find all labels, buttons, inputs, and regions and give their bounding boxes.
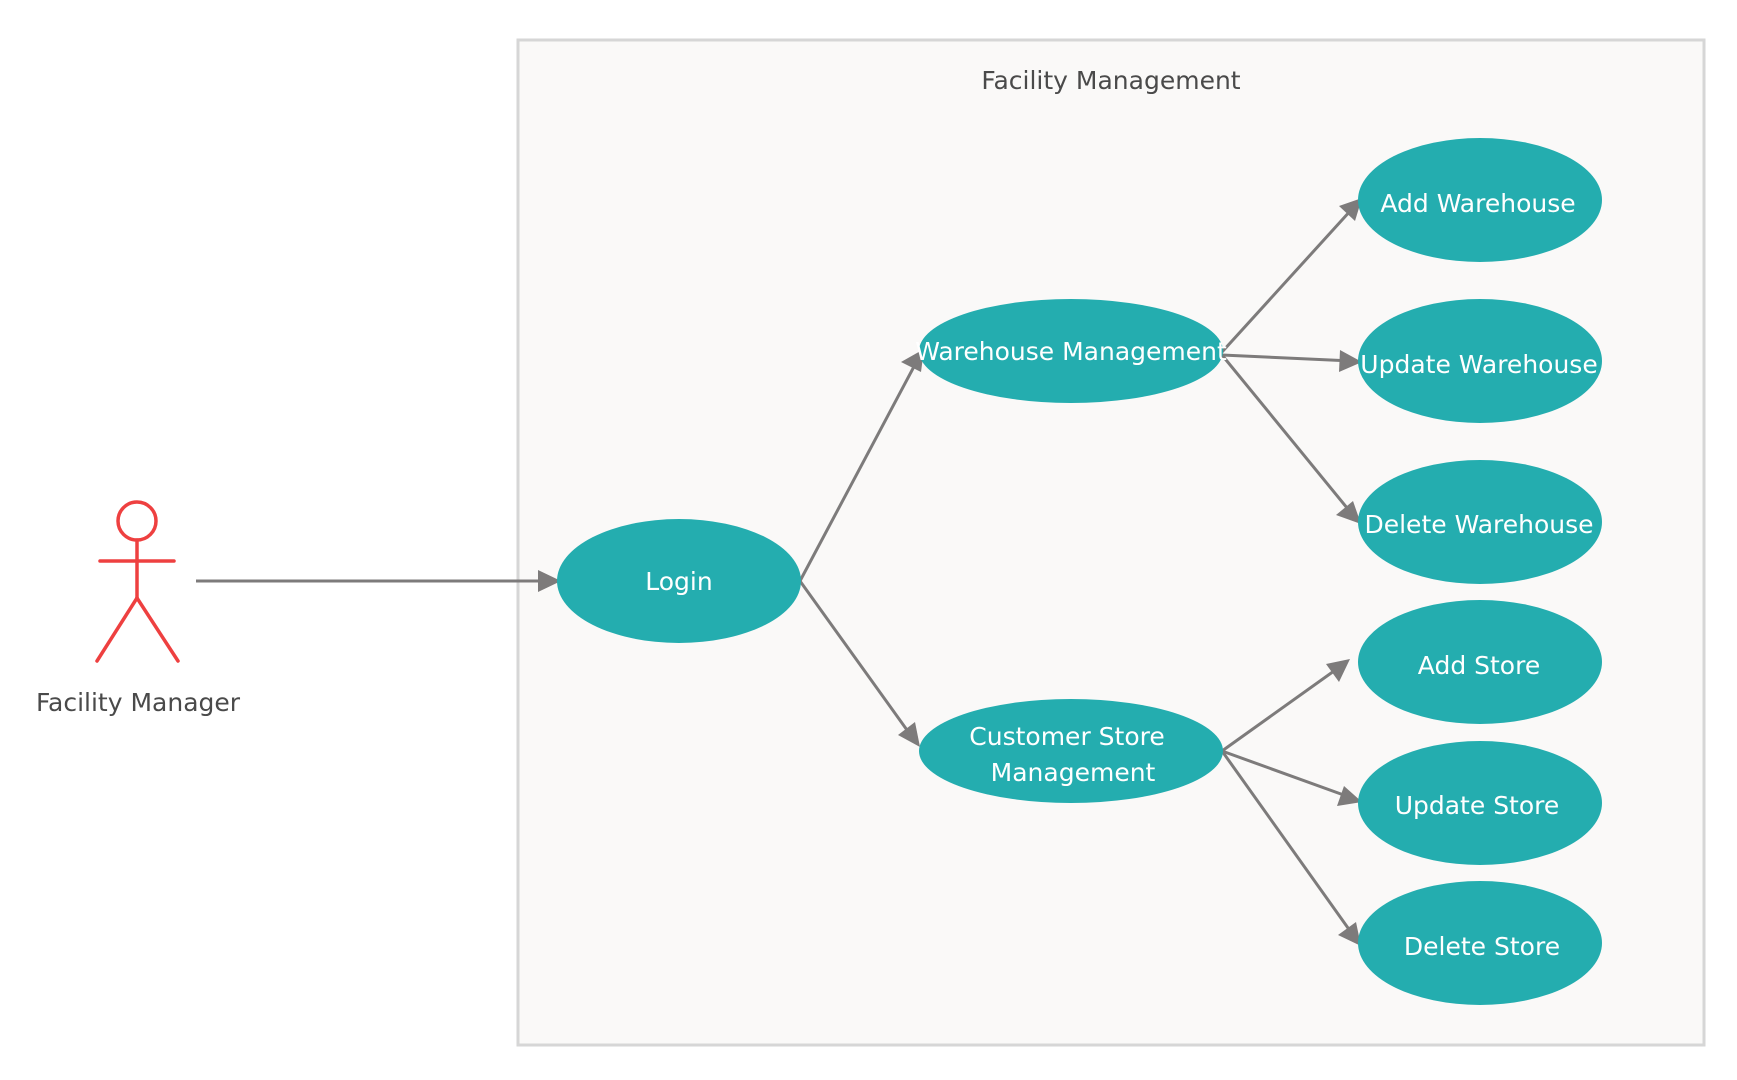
use-case-customer-store-management-shape[interactable] [919, 699, 1223, 803]
actor-facility-manager: Facility Manager [36, 500, 241, 717]
arrowhead-login [538, 570, 561, 592]
actor-left-leg [95, 596, 139, 663]
use-case-add-warehouse-label: Add Warehouse [1380, 189, 1575, 218]
use-case-login-label: Login [645, 567, 712, 596]
use-case-update-warehouse[interactable]: Update Warehouse [1358, 299, 1602, 423]
edge-csm-add-store [1221, 664, 1342, 753]
arrowhead-warehouse-mgmt [901, 349, 924, 372]
use-case-update-warehouse-label: Update Warehouse [1360, 350, 1597, 379]
arrowhead-update-store [1337, 786, 1362, 806]
use-case-update-warehouse-shape[interactable] [1358, 299, 1602, 423]
edge-login-warehouse [798, 358, 920, 582]
arrowhead-customer-store [898, 722, 920, 747]
use-case-customer-store-management-label: Customer Store Management [969, 722, 1172, 787]
system-title: Facility Management [981, 66, 1240, 95]
edge-wm-update-warehouse [1221, 353, 1353, 363]
use-case-add-store-label: Add Store [1418, 651, 1540, 680]
use-case-add-warehouse[interactable]: Add Warehouse [1358, 138, 1602, 262]
actor-head [116, 500, 158, 542]
use-case-login-shape[interactable] [557, 519, 801, 643]
use-case-add-store-shape[interactable] [1358, 600, 1602, 724]
associations [196, 198, 1362, 946]
arrowhead-delete-warehouse [1336, 501, 1361, 524]
use-case-login[interactable]: Login [557, 519, 801, 643]
use-case-customer-store-management[interactable]: Customer Store Management [919, 699, 1223, 803]
arrowhead-update-warehouse [1339, 350, 1362, 372]
use-case-delete-store-label: Delete Store [1404, 932, 1560, 961]
use-case-customer-store-management-line1: Customer Store [969, 722, 1164, 751]
arrowhead-add-warehouse [1339, 198, 1362, 221]
edge-csm-update-store [1221, 749, 1353, 800]
arrowhead-add-store [1326, 659, 1350, 682]
use-case-add-warehouse-shape[interactable] [1358, 138, 1602, 262]
edge-wm-delete-warehouse [1220, 354, 1354, 515]
use-case-update-store-shape[interactable] [1358, 741, 1602, 865]
edge-csm-delete-store [1220, 750, 1355, 936]
arrowhead-delete-store [1338, 922, 1361, 946]
use-case-warehouse-management-shape[interactable] [919, 299, 1223, 403]
use-case-update-store-label: Update Store [1395, 791, 1560, 820]
actor-label: Facility Manager [36, 688, 241, 717]
use-case-delete-warehouse-label: Delete Warehouse [1364, 510, 1593, 539]
use-case-warehouse-management-label: Warehouse Management [915, 337, 1227, 366]
actor-right-leg [135, 596, 180, 663]
use-case-add-store[interactable]: Add Store [1358, 600, 1602, 724]
edge-login-customer-store [798, 580, 914, 738]
use-case-delete-warehouse-shape[interactable] [1358, 460, 1602, 584]
use-case-customer-store-management-line2: Management [991, 758, 1156, 787]
use-case-delete-warehouse[interactable]: Delete Warehouse [1358, 460, 1602, 584]
use-case-warehouse-management[interactable]: Warehouse Management [915, 299, 1227, 403]
use-case-delete-store-shape[interactable] [1358, 881, 1602, 1005]
edge-wm-add-warehouse [1220, 207, 1354, 354]
use-case-update-store[interactable]: Update Store [1358, 741, 1602, 865]
use-case-delete-store[interactable]: Delete Store [1358, 881, 1602, 1005]
